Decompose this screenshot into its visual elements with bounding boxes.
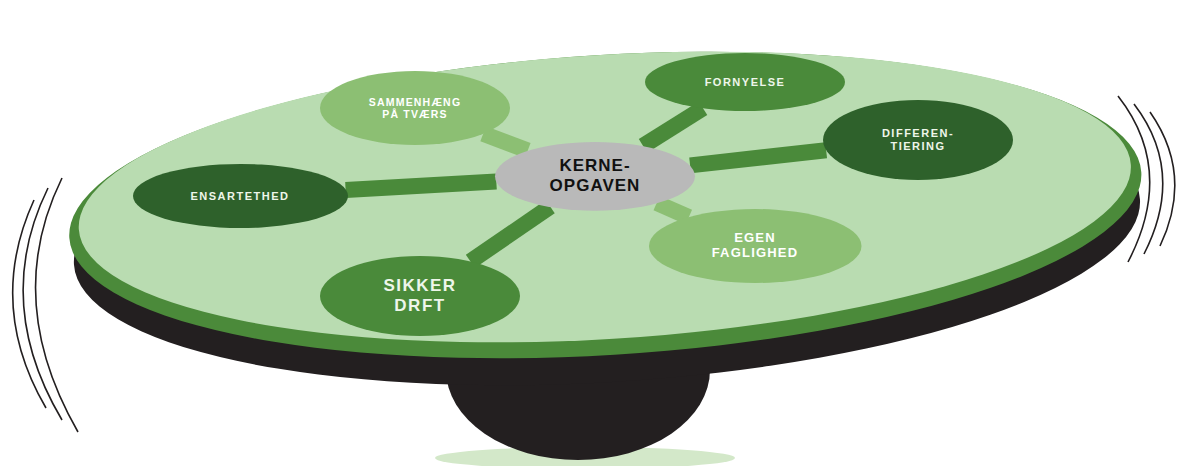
spoke-bar xyxy=(346,182,497,190)
node-label: SAMMENHÆNG PÅ TVÆRS xyxy=(359,96,471,120)
ellipse-fill xyxy=(320,256,520,336)
board-top xyxy=(70,23,1139,371)
node-label: ENSARTETHED xyxy=(190,190,289,203)
ellipse-fill xyxy=(645,53,845,111)
node-label: DIFFEREN- TIERING xyxy=(868,127,968,152)
node-label: FORNYELSE xyxy=(705,76,786,89)
motion-line xyxy=(1150,112,1175,246)
value-ellipse: SAMMENHÆNG PÅ TVÆRS xyxy=(320,71,510,145)
value-ellipse: EGEN FAGLIGHED xyxy=(649,209,862,283)
node-label: KERNE- OPGAVEN xyxy=(539,156,651,195)
value-ellipse: DIFFEREN- TIERING xyxy=(823,100,1013,180)
ellipse-fill xyxy=(649,209,862,283)
spoke-bar xyxy=(690,150,826,165)
core-ellipse: KERNE- OPGAVEN xyxy=(495,142,695,211)
node-label: SIKKER DRFT xyxy=(370,276,470,315)
motion-line xyxy=(36,178,78,432)
motion-line xyxy=(23,188,62,420)
ellipse-fill xyxy=(823,100,1013,180)
spoke-bar xyxy=(657,203,689,217)
value-ellipse: ENSARTETHED xyxy=(133,164,348,228)
node-label: EGEN FAGLIGHED xyxy=(690,231,820,261)
motion-line xyxy=(13,200,46,408)
spoke-bar xyxy=(470,207,550,262)
board xyxy=(60,22,1152,414)
ellipse-fill xyxy=(320,71,510,145)
ellipse-fill xyxy=(495,142,695,211)
board-rim xyxy=(60,22,1150,387)
value-ellipse: SIKKER DRFT xyxy=(320,256,520,336)
spoke-bar xyxy=(643,108,703,146)
spoke-bar xyxy=(483,134,528,151)
value-ellipse: FORNYELSE xyxy=(645,53,845,111)
ellipse-fill xyxy=(133,164,348,228)
